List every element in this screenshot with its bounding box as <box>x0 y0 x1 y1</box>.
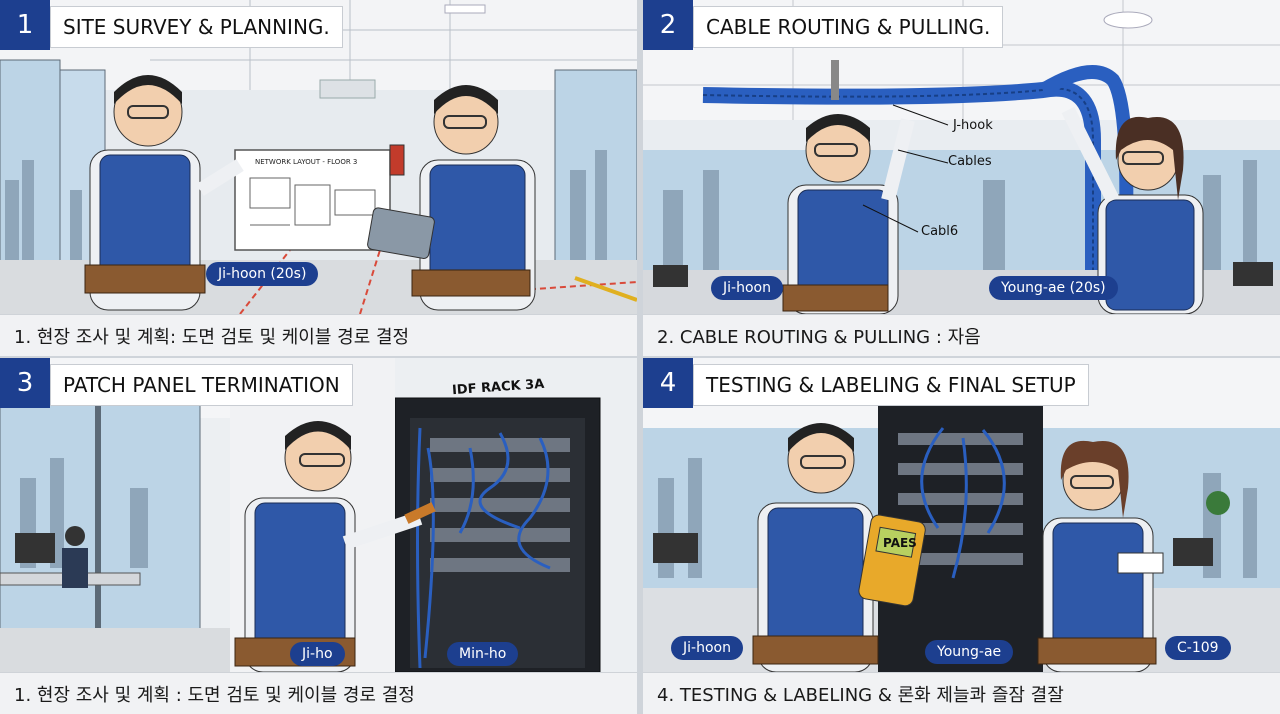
worker-ji-hoon <box>782 114 915 314</box>
panel-2-illustration <box>643 0 1280 314</box>
panel-testing-labeling: 4 TESTING & LABELING & FINAL SETUP PAES … <box>643 358 1280 714</box>
panel-number: 3 <box>0 358 50 408</box>
panel-caption: 2. CABLE ROUTING & PULLING : 자음 <box>643 314 1280 356</box>
panel-title: PATCH PANEL TERMINATION <box>50 364 353 406</box>
callout-j-hook: J-hook <box>953 118 993 133</box>
panel-title: CABLE ROUTING & PULLING. <box>693 6 1004 48</box>
worker-ji-hoon <box>752 423 926 672</box>
worker-young-ae <box>1037 440 1164 672</box>
name-tag: Ji-ho <box>290 642 345 666</box>
panel-3-illustration <box>0 358 637 672</box>
panel-cable-routing: 2 CABLE ROUTING & PULLING. J-hook Cables… <box>643 0 1280 356</box>
callout-cable: Cabl6 <box>921 224 959 239</box>
panel-number: 4 <box>643 358 693 408</box>
callout-cables: Cables <box>948 154 992 169</box>
name-tag: Young-ae (20s) <box>989 276 1118 300</box>
panel-caption: 4. TESTING & LABELING & 론화 제늘콰 즐잠 결잘 <box>643 672 1280 714</box>
worker-right <box>367 85 536 311</box>
panel-number: 2 <box>643 0 693 50</box>
panel-title: TESTING & LABELING & FINAL SETUP <box>693 364 1089 406</box>
panel-site-survey: NETWORK LAYOUT - FLOOR 3 <box>0 0 637 356</box>
server-rack <box>394 397 601 672</box>
panel-title: SITE SURVEY & PLANNING. <box>50 6 343 48</box>
tester-display: PAES <box>883 536 917 550</box>
panel-1-illustration: NETWORK LAYOUT - FLOOR 3 <box>0 0 637 314</box>
panel-caption: 1. 현장 조사 및 계획: 도면 검토 및 케이블 경로 결정 <box>0 314 637 356</box>
worker-ji-hoon <box>84 75 244 311</box>
panel-number: 1 <box>0 0 50 50</box>
name-tag: Young-ae <box>925 640 1014 664</box>
name-tag: Ji-hoon <box>711 276 783 300</box>
worker-young-ae <box>1061 106 1204 314</box>
name-tag: Ji-hoon <box>671 636 743 660</box>
panel-caption: 1. 현장 조사 및 계획 : 도면 검토 및 케이블 경로 결정 <box>0 672 637 714</box>
panel-patch-panel: 3 PATCH PANEL TERMINATION IDF RACK 3A Ji… <box>0 358 637 714</box>
name-tag: Min-ho <box>447 642 519 666</box>
board-text: NETWORK LAYOUT - FLOOR 3 <box>255 158 357 166</box>
name-tag: Ji-hoon (20s) <box>206 262 319 286</box>
name-tag: C-109 <box>1165 636 1231 660</box>
